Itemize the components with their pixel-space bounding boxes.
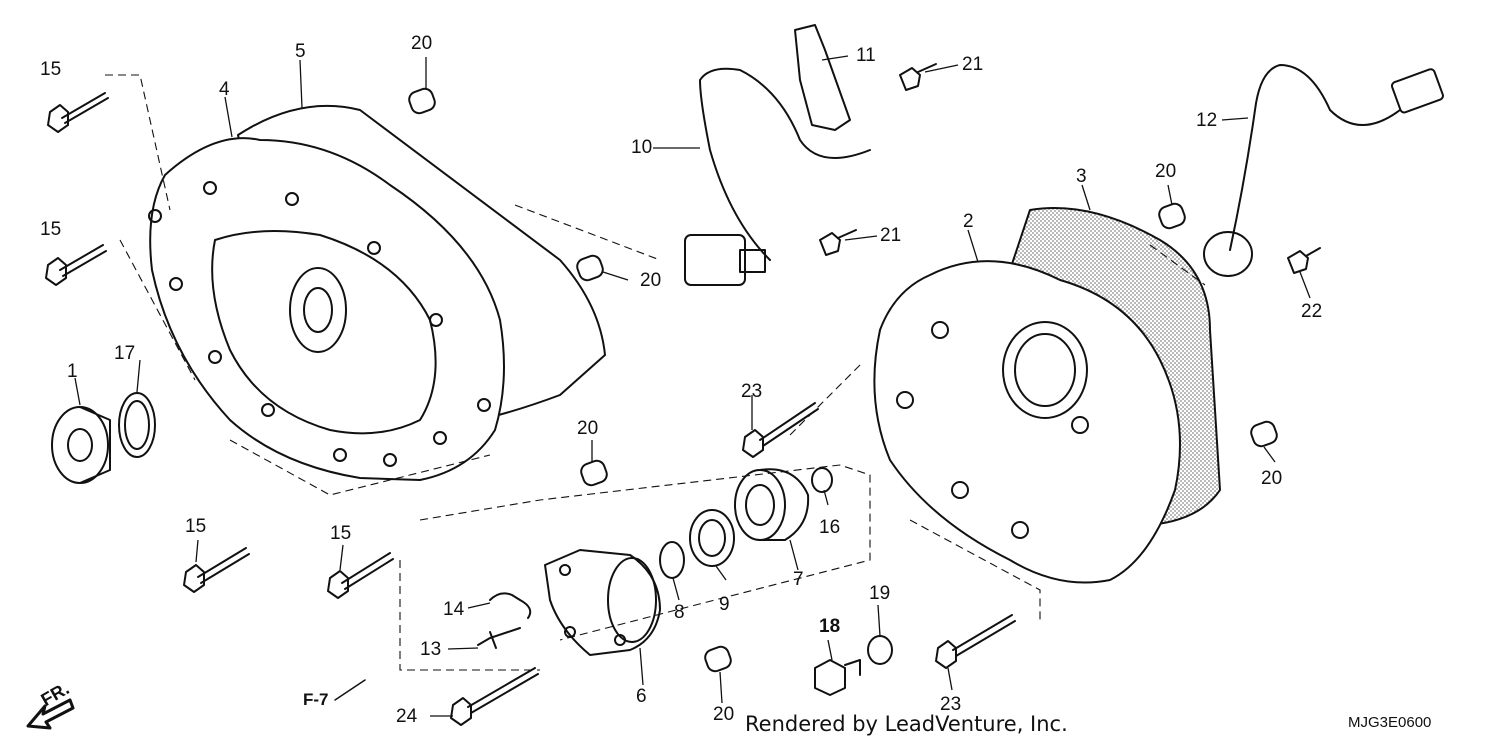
bolt-21-top: [899, 63, 937, 91]
part-12-wire: [1229, 64, 1401, 251]
callout-label: 16: [819, 517, 841, 538]
callout-label: 20: [713, 704, 735, 725]
callout-label: 15: [40, 59, 62, 80]
callout-label: 15: [40, 219, 62, 240]
part-17-oring: [118, 392, 156, 458]
callout-label: 23: [940, 694, 962, 715]
bolt-23-top: [742, 402, 819, 458]
callout-label: 18: [819, 616, 841, 637]
callout-label: 2: [963, 211, 974, 232]
callout-label: 10: [631, 137, 653, 158]
dowel-20-right-top: [1158, 202, 1186, 230]
bolt-22: [1287, 247, 1321, 274]
bolt-15-bottom-left: [183, 547, 250, 593]
callout-label: 20: [577, 418, 599, 439]
part-14-clip: [489, 592, 532, 619]
callout-label: 6: [636, 686, 647, 707]
callout-label: 21: [880, 225, 902, 246]
credit-text: Rendered by LeadVenture, Inc.: [745, 712, 1068, 736]
part-13-bolt: [477, 627, 521, 649]
part-4-cover: [149, 137, 505, 481]
callout-label: 20: [1261, 468, 1283, 489]
callout-label: 23: [741, 381, 763, 402]
dowel-20-center: [580, 459, 608, 487]
callout-label: 9: [719, 594, 730, 615]
bolt-15-bottom-right: [327, 552, 394, 599]
washer-19: [867, 635, 893, 665]
bolt-21-mid: [819, 229, 857, 256]
callout-label: 22: [1301, 301, 1323, 322]
part-1-plug: [51, 406, 109, 484]
callout-label: 20: [640, 270, 662, 291]
dowel-20-top: [408, 87, 436, 115]
bolt-18: [814, 659, 861, 696]
callout-label: 7: [793, 569, 804, 590]
callout-label: 20: [1155, 161, 1177, 182]
part-9-seal: [689, 509, 735, 567]
callout-label: 12: [1196, 110, 1218, 131]
callout-label: 14: [443, 599, 465, 620]
bolt-15-mid: [45, 244, 107, 286]
section-reference-label: F-7: [303, 690, 329, 709]
part-10-wire: [699, 67, 871, 261]
front-arrow: [26, 698, 75, 730]
callout-label: 15: [330, 523, 352, 544]
bolt-15-top: [47, 92, 109, 133]
leader-lines: [74, 55, 1311, 717]
callout-label: 13: [420, 639, 442, 660]
part-7-bearing: [734, 469, 786, 541]
callout-label: 5: [295, 41, 306, 62]
callout-label: 17: [114, 343, 136, 364]
dowel-20-mid: [576, 254, 604, 282]
callout-label: 8: [674, 602, 685, 623]
callout-label: 15: [185, 516, 207, 537]
diagram-code: MJG3E0600: [1348, 714, 1432, 731]
callout-label: 19: [869, 583, 891, 604]
part-2-cover: [873, 260, 1181, 584]
dowel-20-right: [1250, 420, 1278, 448]
part-10-sensor: [684, 234, 746, 286]
bolt-24: [450, 667, 539, 726]
callout-label: 4: [219, 79, 230, 100]
callout-label: 21: [962, 54, 984, 75]
bolt-23-bottom: [935, 614, 1016, 669]
callout-label: 24: [396, 706, 418, 727]
dowel-20-bottom: [704, 645, 732, 673]
callout-label: 1: [67, 361, 78, 382]
part-11-clamp: [794, 24, 851, 131]
callout-label: 11: [856, 45, 876, 66]
callout-label: 3: [1076, 166, 1087, 187]
callout-label: 20: [411, 33, 433, 54]
guide-lines: [105, 74, 1206, 671]
part-8-ring: [659, 541, 685, 579]
part-16-washer: [811, 467, 833, 493]
part-12-sensor: [1203, 231, 1253, 277]
